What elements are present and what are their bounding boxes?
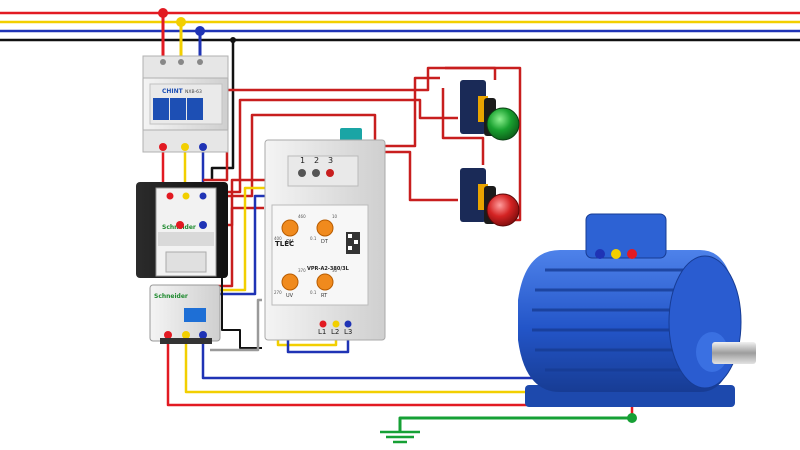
breaker-brand: CHINT — [162, 88, 184, 95]
relay-terminal-1: 1 — [300, 156, 305, 165]
contactor: Schneider — [136, 182, 228, 278]
svg-text:30: 30 — [332, 268, 338, 273]
svg-text:370: 370 — [298, 268, 306, 273]
red-button-cap[interactable] — [486, 193, 520, 227]
svg-text:400: 400 — [274, 236, 282, 241]
electric-motor — [518, 213, 756, 423]
svg-text:0.1: 0.1 — [310, 236, 317, 241]
motor-terminal-box — [585, 213, 667, 259]
svg-text:10: 10 — [332, 214, 338, 219]
phase-relay: 1 2 3 TLEC VPR-A2-380/3L OV 400 460 DT 0… — [264, 128, 386, 341]
ov-label: OV — [286, 239, 294, 245]
relay-terminal-3: 3 — [328, 156, 333, 165]
overload-brand: Schneider — [154, 293, 188, 300]
wire-neutral-drop — [210, 40, 235, 180]
rt-label: RT — [321, 293, 328, 299]
wire-aux-grey — [210, 298, 262, 352]
red-pushbutton[interactable] — [460, 168, 520, 227]
uv-label: UV — [286, 293, 294, 299]
overload-reset-button[interactable] — [184, 308, 206, 322]
breaker-handle-2[interactable] — [170, 98, 186, 120]
green-button-cap[interactable] — [486, 107, 520, 141]
rt-knob[interactable] — [316, 273, 334, 291]
breaker-top-terminals — [142, 55, 229, 79]
relay-terminal-l3: L3 — [344, 328, 352, 336]
relay-model: VPR-A2-380/3L — [307, 266, 350, 272]
circuit-breaker: CHINT NXB-63 — [142, 55, 229, 153]
relay-clip-top — [340, 128, 362, 142]
svg-text:0.1: 0.1 — [310, 290, 317, 295]
relay-terminal-l1: L1 — [318, 328, 326, 336]
svg-text:460: 460 — [298, 214, 306, 219]
uv-knob[interactable] — [281, 273, 299, 291]
relay-terminal-2: 2 — [314, 156, 319, 165]
relay-brand: TLEC — [275, 240, 294, 248]
ground-symbol-icon — [380, 430, 420, 444]
motor-shaft — [712, 342, 756, 364]
wire-control-loop-c — [196, 113, 377, 198]
relay-faceplate — [271, 204, 369, 306]
breaker-handle-1[interactable] — [153, 98, 169, 120]
wire-ground — [398, 416, 632, 432]
wire-control-green-red — [441, 88, 485, 165]
breaker-model: NXB-63 — [185, 89, 202, 95]
dt-label: DT — [321, 239, 329, 245]
relay-terminal-l2: L2 — [331, 328, 339, 336]
dt-knob[interactable] — [316, 219, 334, 237]
breaker-handle-3[interactable] — [187, 98, 203, 120]
ov-knob[interactable] — [281, 219, 299, 237]
overload-relay: Schneider — [149, 284, 221, 344]
svg-text:270: 270 — [274, 290, 282, 295]
supply-bus — [0, 8, 800, 58]
green-pushbutton[interactable] — [460, 80, 520, 141]
